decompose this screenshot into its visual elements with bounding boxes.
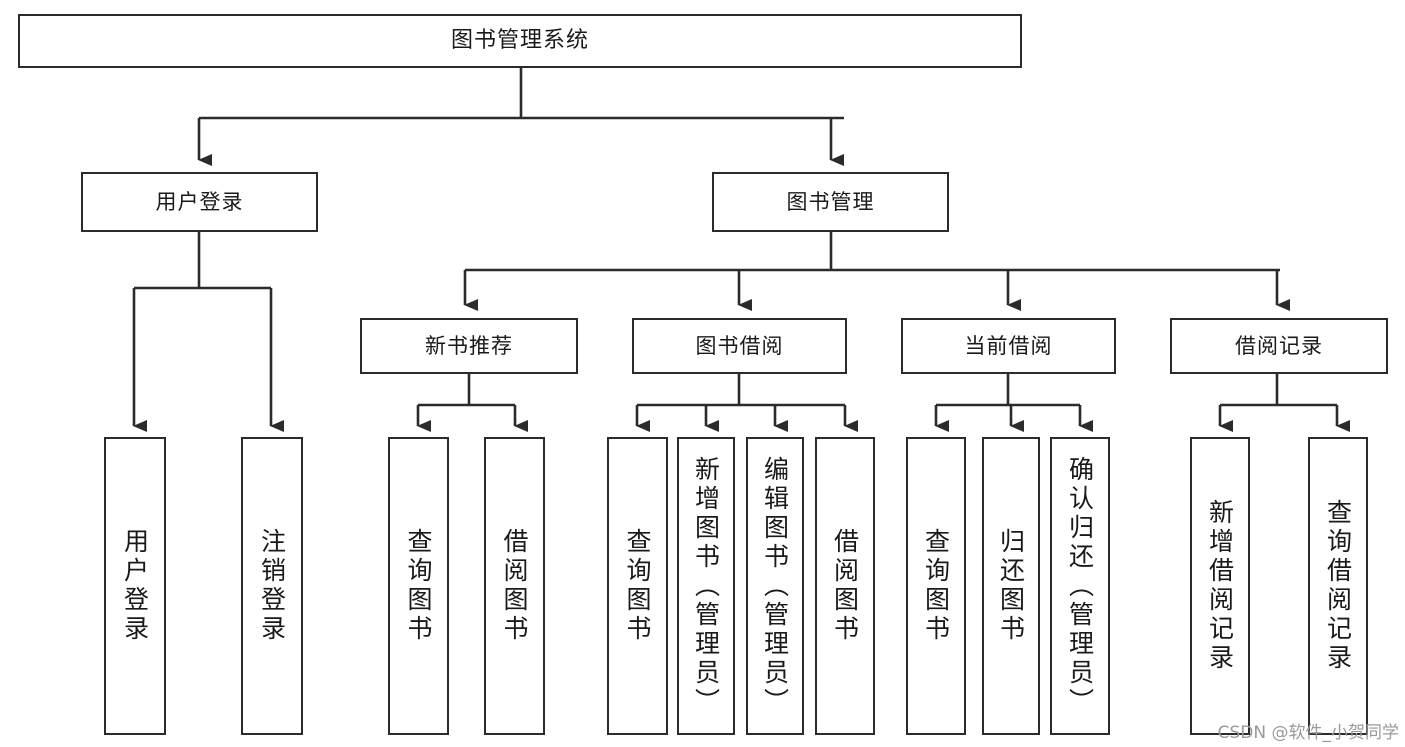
node-borrow-record[interactable]: 借阅记录 xyxy=(1170,318,1388,374)
node-leaf-borrow-book-2[interactable]: 借阅图书 xyxy=(815,437,875,735)
node-label: 新增图书（管理员） xyxy=(691,455,721,717)
node-leaf-query-record[interactable]: 查询借阅记录 xyxy=(1308,437,1368,735)
node-leaf-confirm-return[interactable]: 确认归还（管理员） xyxy=(1050,437,1110,735)
watermark-text: CSDN @软件_小贺同学 xyxy=(1217,723,1399,743)
node-leaf-user-login[interactable]: 用户登录 xyxy=(104,437,166,735)
node-book-management[interactable]: 图书管理 xyxy=(712,172,949,232)
node-label: 用户登录 xyxy=(155,189,244,214)
node-label: 借阅记录 xyxy=(1235,333,1323,358)
node-label: 借阅图书 xyxy=(500,528,529,644)
node-label: 归还图书 xyxy=(996,528,1026,644)
node-leaf-borrow-book-1[interactable]: 借阅图书 xyxy=(484,437,545,735)
node-label: 借阅图书 xyxy=(830,528,860,644)
node-new-book-recommend[interactable]: 新书推荐 xyxy=(360,318,578,374)
node-label: 编辑图书（管理员） xyxy=(760,455,790,717)
node-leaf-add-book[interactable]: 新增图书（管理员） xyxy=(677,437,735,735)
node-leaf-add-record[interactable]: 新增借阅记录 xyxy=(1190,437,1250,735)
node-label: 图书借阅 xyxy=(695,333,784,358)
node-leaf-query-book-2[interactable]: 查询图书 xyxy=(607,437,668,735)
node-leaf-return-book[interactable]: 归还图书 xyxy=(982,437,1040,735)
node-label: 查询图书 xyxy=(623,528,652,644)
node-label: 查询借阅记录 xyxy=(1323,499,1353,673)
node-label: 查询图书 xyxy=(404,528,433,644)
node-leaf-query-book-1[interactable]: 查询图书 xyxy=(388,437,449,735)
node-leaf-logout[interactable]: 注销登录 xyxy=(241,437,303,735)
node-label: 图书管理 xyxy=(786,189,875,214)
node-label: 图书管理系统 xyxy=(450,28,589,54)
node-user-login[interactable]: 用户登录 xyxy=(81,172,318,232)
node-leaf-query-book-3[interactable]: 查询图书 xyxy=(906,437,966,735)
node-label: 新书推荐 xyxy=(425,333,513,358)
node-label: 确认归还（管理员） xyxy=(1065,455,1095,717)
node-label: 用户登录 xyxy=(120,528,150,644)
node-book-borrow[interactable]: 图书借阅 xyxy=(632,318,847,374)
node-leaf-edit-book[interactable]: 编辑图书（管理员） xyxy=(746,437,804,735)
node-label: 注销登录 xyxy=(257,528,287,644)
node-library-management-system[interactable]: 图书管理系统 xyxy=(18,14,1022,68)
node-current-borrow[interactable]: 当前借阅 xyxy=(901,318,1116,374)
node-label: 新增借阅记录 xyxy=(1205,499,1235,673)
node-label: 当前借阅 xyxy=(964,333,1053,358)
node-label: 查询图书 xyxy=(921,528,951,644)
